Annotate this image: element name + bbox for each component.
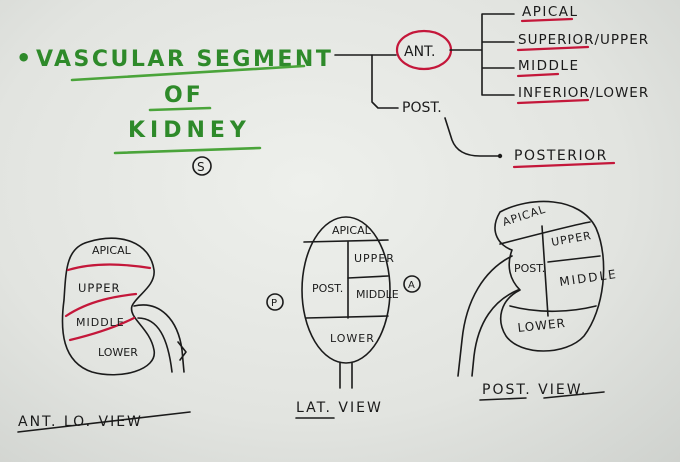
anterior-div-2 xyxy=(64,292,138,318)
classification-tree: ANT. APICAL SUPERIOR/UPPER MIDDLE INFERI… xyxy=(334,4,649,169)
branch-middle: MIDDLE xyxy=(518,58,579,74)
lateral-seg-lower: LOWER xyxy=(330,332,375,345)
lateral-div-bottom xyxy=(305,315,389,319)
posterior-view-kidney: APICAL UPPER POST. MIDDLE LOWER POST. VI… xyxy=(457,200,618,401)
title-mark-circle xyxy=(192,156,212,176)
title-underline-3 xyxy=(113,146,262,155)
posterior-seg-apical: APICAL xyxy=(501,203,548,229)
branch-posterior: POSTERIOR xyxy=(514,148,608,164)
branch-apical-underline xyxy=(520,17,574,23)
posterior-seg-post: POST. xyxy=(514,262,545,275)
lateral-view-kidney: APICAL UPPER POST. MIDDLE LOWER P A LAT.… xyxy=(266,216,421,419)
posterior-view-caption: POST. VIEW. xyxy=(482,382,587,398)
posterior-ureter-outer xyxy=(457,255,513,377)
anterior-ureter-outer xyxy=(133,304,185,373)
anterior-seg-middle: MIDDLE xyxy=(76,316,125,329)
lateral-side-left: P xyxy=(271,298,277,309)
lateral-side-left-circle xyxy=(266,293,284,311)
posterior-div-lower xyxy=(509,305,597,313)
posterior-seg-middle: MIDDLE xyxy=(558,267,618,289)
branch-superior-upper: SUPERIOR/UPPER xyxy=(518,32,649,48)
lateral-div-top xyxy=(303,239,389,243)
posterior-div-upper-middle xyxy=(547,255,601,263)
posterior-ureter-inner xyxy=(471,289,519,377)
lateral-view-caption: LAT. VIEW xyxy=(296,400,383,416)
anterior-view-kidney: APICAL UPPER MIDDLE LOWER ANT. LO. VIEW xyxy=(17,237,191,433)
anterior-view-caption: ANT. LO. VIEW xyxy=(18,414,143,430)
branch-superior-underline xyxy=(516,45,590,52)
branch-middle-underline xyxy=(516,72,560,78)
lateral-div-mid-right xyxy=(347,275,389,279)
posterior-caption-underline xyxy=(479,391,605,401)
title-line-2: OF xyxy=(164,83,204,108)
anterior-vessel-arrow xyxy=(177,341,187,361)
lateral-seg-upper: UPPER xyxy=(354,252,395,265)
posterior-div-vertical xyxy=(541,225,549,317)
branch-inferior-lower: INFERIOR/LOWER xyxy=(518,85,649,101)
post-branch-line xyxy=(444,117,499,157)
branch-apical: APICAL xyxy=(522,4,579,20)
post-branch-dot xyxy=(497,153,503,159)
lateral-seg-middle: MIDDLE xyxy=(356,288,399,301)
posterior-div-apical xyxy=(499,221,591,245)
lateral-seg-post: POST. xyxy=(312,282,343,295)
anterior-caption-underline xyxy=(17,411,191,433)
posterior-kidney-outline xyxy=(494,200,605,352)
posterior-seg-lower: LOWER xyxy=(517,316,567,335)
branch-inferior-underline xyxy=(516,98,590,105)
lateral-seg-apical: APICAL xyxy=(332,224,372,237)
root-branch-lines xyxy=(334,54,399,109)
lateral-kidney-outline xyxy=(301,216,391,364)
posterior-seg-upper: UPPER xyxy=(550,229,593,249)
anterior-seg-lower: LOWER xyxy=(98,346,138,359)
title-block: • VASCULAR SEGMENT OF KIDNEY S xyxy=(16,44,333,176)
anterior-div-1 xyxy=(66,263,152,272)
anterior-div-3 xyxy=(68,316,136,342)
lateral-side-right: A xyxy=(408,280,415,291)
anterior-seg-upper: UPPER xyxy=(78,281,121,295)
anterior-seg-apical: APICAL xyxy=(92,244,132,257)
lateral-ureter xyxy=(339,362,353,389)
ant-label: ANT. xyxy=(404,44,435,60)
post-label: POST. xyxy=(402,100,442,116)
title-bullet: • xyxy=(16,44,31,72)
title-line-3: KIDNEY xyxy=(128,118,251,143)
title-mark: S xyxy=(197,160,205,174)
anterior-ureter-inner xyxy=(137,317,173,373)
title-underline-2 xyxy=(148,106,212,112)
title-line-1: VASCULAR SEGMENT xyxy=(36,47,333,72)
title-underline-1 xyxy=(70,64,306,82)
branch-posterior-underline xyxy=(512,161,616,169)
lateral-side-right-circle xyxy=(403,275,421,293)
anterior-kidney-outline xyxy=(61,237,155,376)
ant-branch-lines xyxy=(449,13,515,96)
